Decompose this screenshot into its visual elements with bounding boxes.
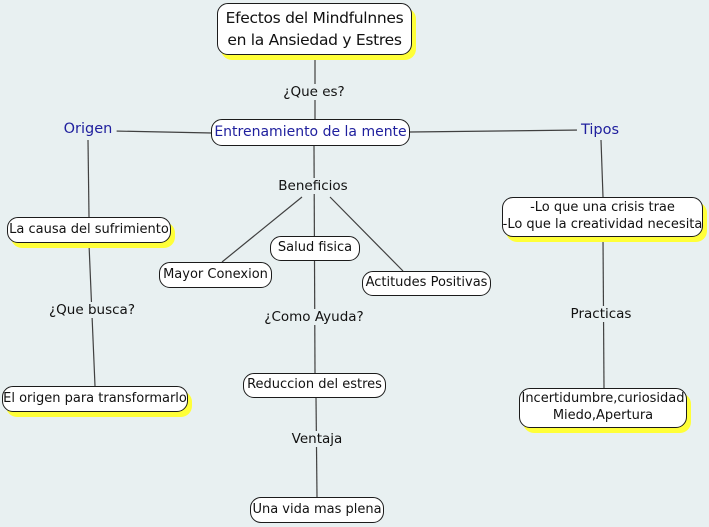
link-label-tipos[interactable]: Tipos (576, 122, 624, 138)
concept-node-actitudes[interactable]: Actitudes Positivas (362, 271, 491, 296)
connector-beneficios-conexion (221, 196, 303, 263)
node-text-line: El origen para transformarlo (3, 390, 187, 406)
node-text-line: Mayor Conexion (163, 266, 268, 282)
node-text-line: en la Ansiedad y Estres (227, 31, 402, 49)
node-text-line: Incertidumbre,curiosidad (521, 391, 685, 407)
connector-tipos-crisis (600, 139, 604, 198)
node-text-line: Miedo,Apertura (552, 408, 654, 423)
link-label-que-es[interactable]: ¿Que es? (279, 84, 349, 100)
link-label-practicas[interactable]: Practicas (566, 306, 636, 322)
connector-reduccion-vida (315, 396, 318, 498)
link-label-que-busca[interactable]: ¿Que busca? (45, 302, 139, 318)
node-text-line: Efectos del Mindfulnnes (225, 8, 404, 27)
connector-beneficios-actitudes (329, 196, 404, 272)
link-label-beneficios[interactable]: Beneficios (274, 178, 352, 194)
connector-root-origen (112, 130, 213, 134)
concept-node-causa[interactable]: La causa del sufrimiento (7, 217, 171, 243)
node-text-line: La causa del sufrimiento (9, 221, 169, 237)
node-text-line: Actitudes Positivas (365, 275, 488, 291)
link-label-origen[interactable]: Origen (59, 121, 117, 137)
concept-node-vida-plena[interactable]: Una vida mas plena (250, 497, 384, 523)
concept-node-incertidumbre[interactable]: Incertidumbre,curiosidad Miedo,Apertura (519, 388, 687, 428)
node-text-line: Salud fisica (277, 240, 353, 256)
concept-node-title[interactable]: Efectos del Mindfulnnes en la Ansiedad y… (217, 3, 412, 55)
link-label-ventaja[interactable]: Ventaja (287, 431, 347, 447)
concept-node-conexion[interactable]: Mayor Conexion (159, 262, 272, 288)
node-text-line: Entrenamiento de la mente (214, 124, 407, 141)
node-text-line: Reduccion del estres (247, 377, 382, 393)
concept-node-crisis[interactable]: -Lo que una crisis trae -Lo que la creat… (502, 197, 703, 237)
link-label-como-ayuda[interactable]: ¿Como Ayuda? (260, 309, 368, 325)
concept-node-salud[interactable]: Salud fisica (270, 236, 360, 261)
concept-node-root[interactable]: Entrenamiento de la mente (211, 119, 410, 146)
node-text-line: -Lo que una crisis trae (530, 200, 675, 216)
concept-node-origen-transformar[interactable]: El origen para transformarlo (2, 386, 188, 412)
concept-node-reduccion[interactable]: Reduccion del estres (243, 373, 386, 398)
node-text-line: -Lo que la creatividad necesita (502, 217, 703, 232)
connector-root-tipos (409, 129, 584, 133)
node-text-line: Una vida mas plena (252, 501, 382, 517)
connector-origen-causa (87, 139, 90, 218)
